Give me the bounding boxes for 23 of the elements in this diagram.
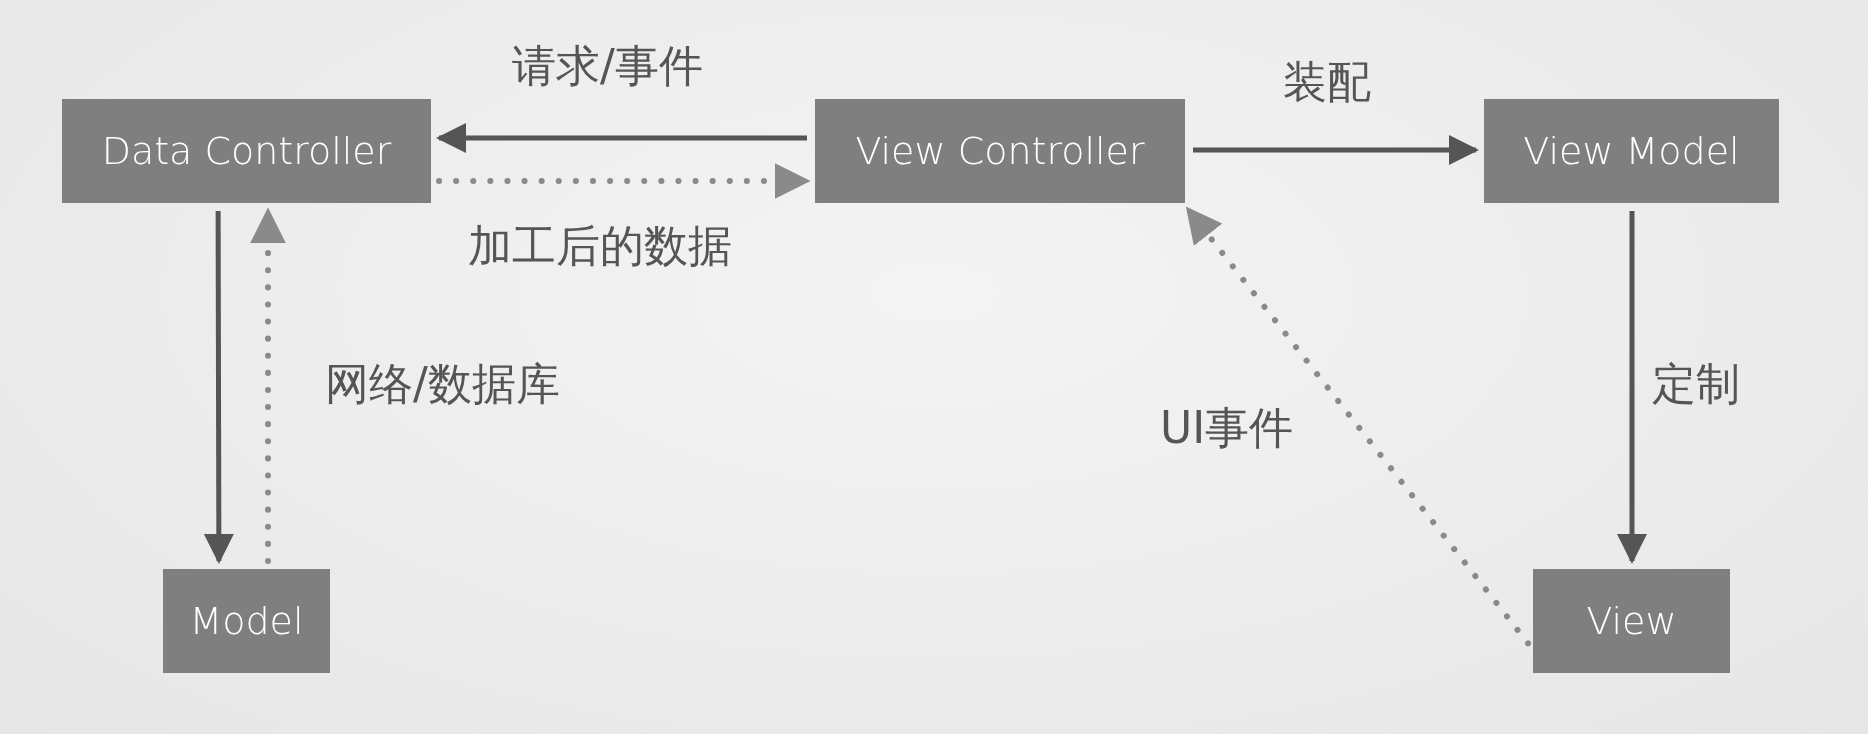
edge-label: 请求/事件 <box>512 42 703 91</box>
arrow <box>436 163 811 199</box>
arrow <box>1185 206 1532 647</box>
process-box <box>163 569 330 673</box>
process-box <box>1484 99 1779 203</box>
process-box <box>815 99 1185 203</box>
edge-label: 网络/数据库 <box>325 360 560 409</box>
edge-label: UI事件 <box>1160 404 1294 453</box>
edge-label: 加工后的数据 <box>468 222 732 271</box>
box-label: View Model <box>1523 129 1740 173</box>
arrow <box>203 211 234 564</box>
arrow <box>250 207 286 564</box>
edge-label: 装配 <box>1283 58 1371 107</box>
edge-label: 定制 <box>1652 360 1740 409</box>
box-label: View <box>1586 599 1677 643</box>
process-box <box>1533 569 1730 673</box>
box-label: Data Controller <box>101 129 392 173</box>
arrow <box>1193 135 1479 165</box>
arrow <box>436 123 807 153</box>
box-label: Model <box>189 599 304 643</box>
process-box <box>62 99 431 203</box>
box-label: View Controller <box>855 129 1145 173</box>
arrow <box>1617 211 1647 564</box>
